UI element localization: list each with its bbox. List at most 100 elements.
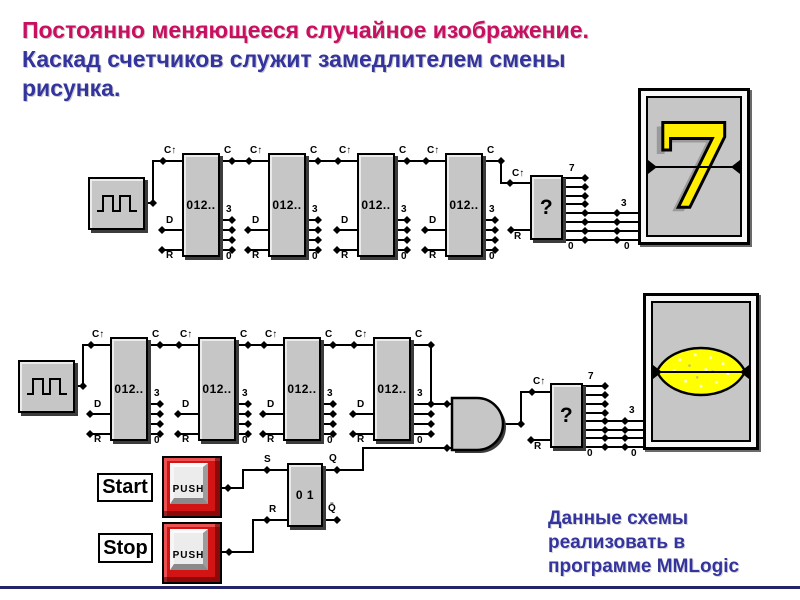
pin-label-data-pin: D (429, 215, 437, 226)
pin-label-bit-high: 3 (226, 204, 232, 215)
pin-label-clock-pin: C↑ (180, 329, 193, 340)
counter-block: 012.. (182, 153, 220, 257)
clock-generator (18, 360, 75, 413)
pin-label-reset-pin: R (269, 504, 277, 515)
stop-label: Stop (98, 533, 153, 563)
counter-block: 012.. (445, 153, 483, 257)
pin-label-reset-pin: R (357, 434, 365, 445)
flip-flop-block: 0 1 (287, 463, 323, 527)
clock-generator (88, 177, 145, 230)
pin-label-carry-pin: C (310, 145, 318, 156)
caption-line-3: программе MMLogic (548, 556, 740, 577)
start-label-text: Start (102, 476, 148, 498)
pin-label-bit-high: 3 (242, 388, 248, 399)
pin-label-reset-pin: R (429, 250, 437, 261)
square-wave-icon (97, 195, 137, 212)
random-generator-label: ? (559, 403, 574, 427)
pin-label-carry-pin: C (399, 145, 407, 156)
flip-display-picture-panel (651, 301, 751, 442)
flip-display-digit-right-pivot-icon (731, 159, 740, 174)
pin-label-rand-high: 7 (588, 371, 594, 382)
counter-block: 012.. (268, 153, 306, 257)
counter-block: 012.. (357, 153, 395, 257)
pin-label-rand-low: 0 (568, 241, 574, 252)
caption-text: Данные схемы реализовать в программе MML… (548, 507, 798, 579)
pin-label-clock-pin: C↑ (164, 145, 177, 156)
slide-title: Постоянно меняющееся случайное изображен… (22, 16, 702, 103)
random-generator-label: ? (539, 195, 554, 219)
pin-label-clock-pin: C↑ (355, 329, 368, 340)
pin-label-rand-low: 0 (587, 448, 593, 459)
pin-label-data-pin: D (182, 399, 190, 410)
counter-block-label: 012.. (202, 382, 232, 396)
pin-label-clock-pin: C↑ (512, 168, 525, 179)
pin-label-bit-high: 3 (629, 405, 635, 416)
and-gate-shape (450, 396, 505, 452)
square-wave-icon (27, 378, 67, 395)
pin-label-clock-pin: C↑ (250, 145, 263, 156)
pin-label-carry-pin: C (487, 145, 495, 156)
pin-label-clock-pin: C↑ (92, 329, 105, 340)
pin-label-reset-pin: R (182, 434, 190, 445)
flip-display-digit-left-pivot-icon (648, 159, 657, 174)
flip-flop-block-label: 0 1 (295, 488, 315, 502)
and-gate (450, 396, 506, 453)
pin-label-carry-pin: C (152, 329, 160, 340)
pin-label-data-pin: D (357, 399, 365, 410)
flip-display-picture (643, 293, 759, 450)
pin-label-bit-low: 0 (154, 435, 160, 446)
pin-label-reset-pin: R (341, 250, 349, 261)
pin-label-bit-high: 3 (621, 198, 627, 209)
pin-label-data-pin: D (341, 215, 349, 226)
pin-label-carry-pin: C (325, 329, 333, 340)
counter-block-label: 012.. (186, 198, 216, 212)
counter-block: 012.. (283, 337, 321, 441)
pin-label-bit-low: 0 (312, 251, 318, 262)
pin-label-set-pin: S (264, 454, 271, 465)
caption-line-1: Данные схемы (548, 508, 689, 529)
pin-label-bit-low: 0 (631, 448, 637, 459)
pin-label-clock-pin: C↑ (265, 329, 278, 340)
flip-display-picture-right-pivot-icon (740, 364, 749, 379)
pin-label-clock-pin: C↑ (533, 376, 546, 387)
start-push-button[interactable]: PUSH (162, 456, 222, 518)
random-generator: ? (550, 383, 583, 448)
pin-label-bit-low: 0 (624, 241, 630, 252)
flip-display-picture-left-pivot-icon (653, 364, 662, 379)
pin-label-bit-low: 0 (226, 251, 232, 262)
flip-display-picture-split-line (653, 370, 749, 373)
start-label: Start (97, 473, 153, 502)
counter-block-label: 012.. (377, 382, 407, 396)
pin-label-reset-pin: R (514, 231, 522, 242)
pin-label-reset-pin: R (166, 250, 174, 261)
stop-push-button[interactable]: PUSH (162, 522, 222, 584)
random-generator: ? (530, 175, 563, 240)
pin-label-bit-high: 3 (154, 388, 160, 399)
pin-label-reset-pin: R (94, 434, 102, 445)
counter-block-label: 012.. (361, 198, 391, 212)
pin-label-reset-pin: R (252, 250, 260, 261)
title-line-3: рисунка. (22, 75, 121, 101)
flip-display-digit-split-line (648, 165, 740, 168)
pin-label-clock-pin: C↑ (427, 145, 440, 156)
pin-label-reset-pin: R (534, 441, 542, 452)
counter-block-label: 012.. (272, 198, 302, 212)
title-line-2: Каскад счетчиков служит замедлителем сме… (22, 46, 566, 72)
pin-label-carry-pin: C (415, 329, 423, 340)
counter-block: 012.. (198, 337, 236, 441)
pin-label-data-pin: D (252, 215, 260, 226)
pin-label-bit-low: 0 (242, 435, 248, 446)
pin-label-data-pin: D (166, 215, 174, 226)
pin-label-bit-low: 0 (401, 251, 407, 262)
start-push-button-label: PUSH (172, 484, 205, 495)
stop-push-button-label: PUSH (172, 550, 205, 561)
flip-display-digit-panel: 7 (646, 96, 742, 237)
start-push-button-keycap[interactable]: PUSH (170, 463, 208, 504)
stop-push-button-keycap[interactable]: PUSH (170, 529, 208, 570)
pin-label-bit-high: 3 (401, 204, 407, 215)
pin-label-bit-low: 0 (327, 435, 333, 446)
pin-label-carry-pin: C (240, 329, 248, 340)
